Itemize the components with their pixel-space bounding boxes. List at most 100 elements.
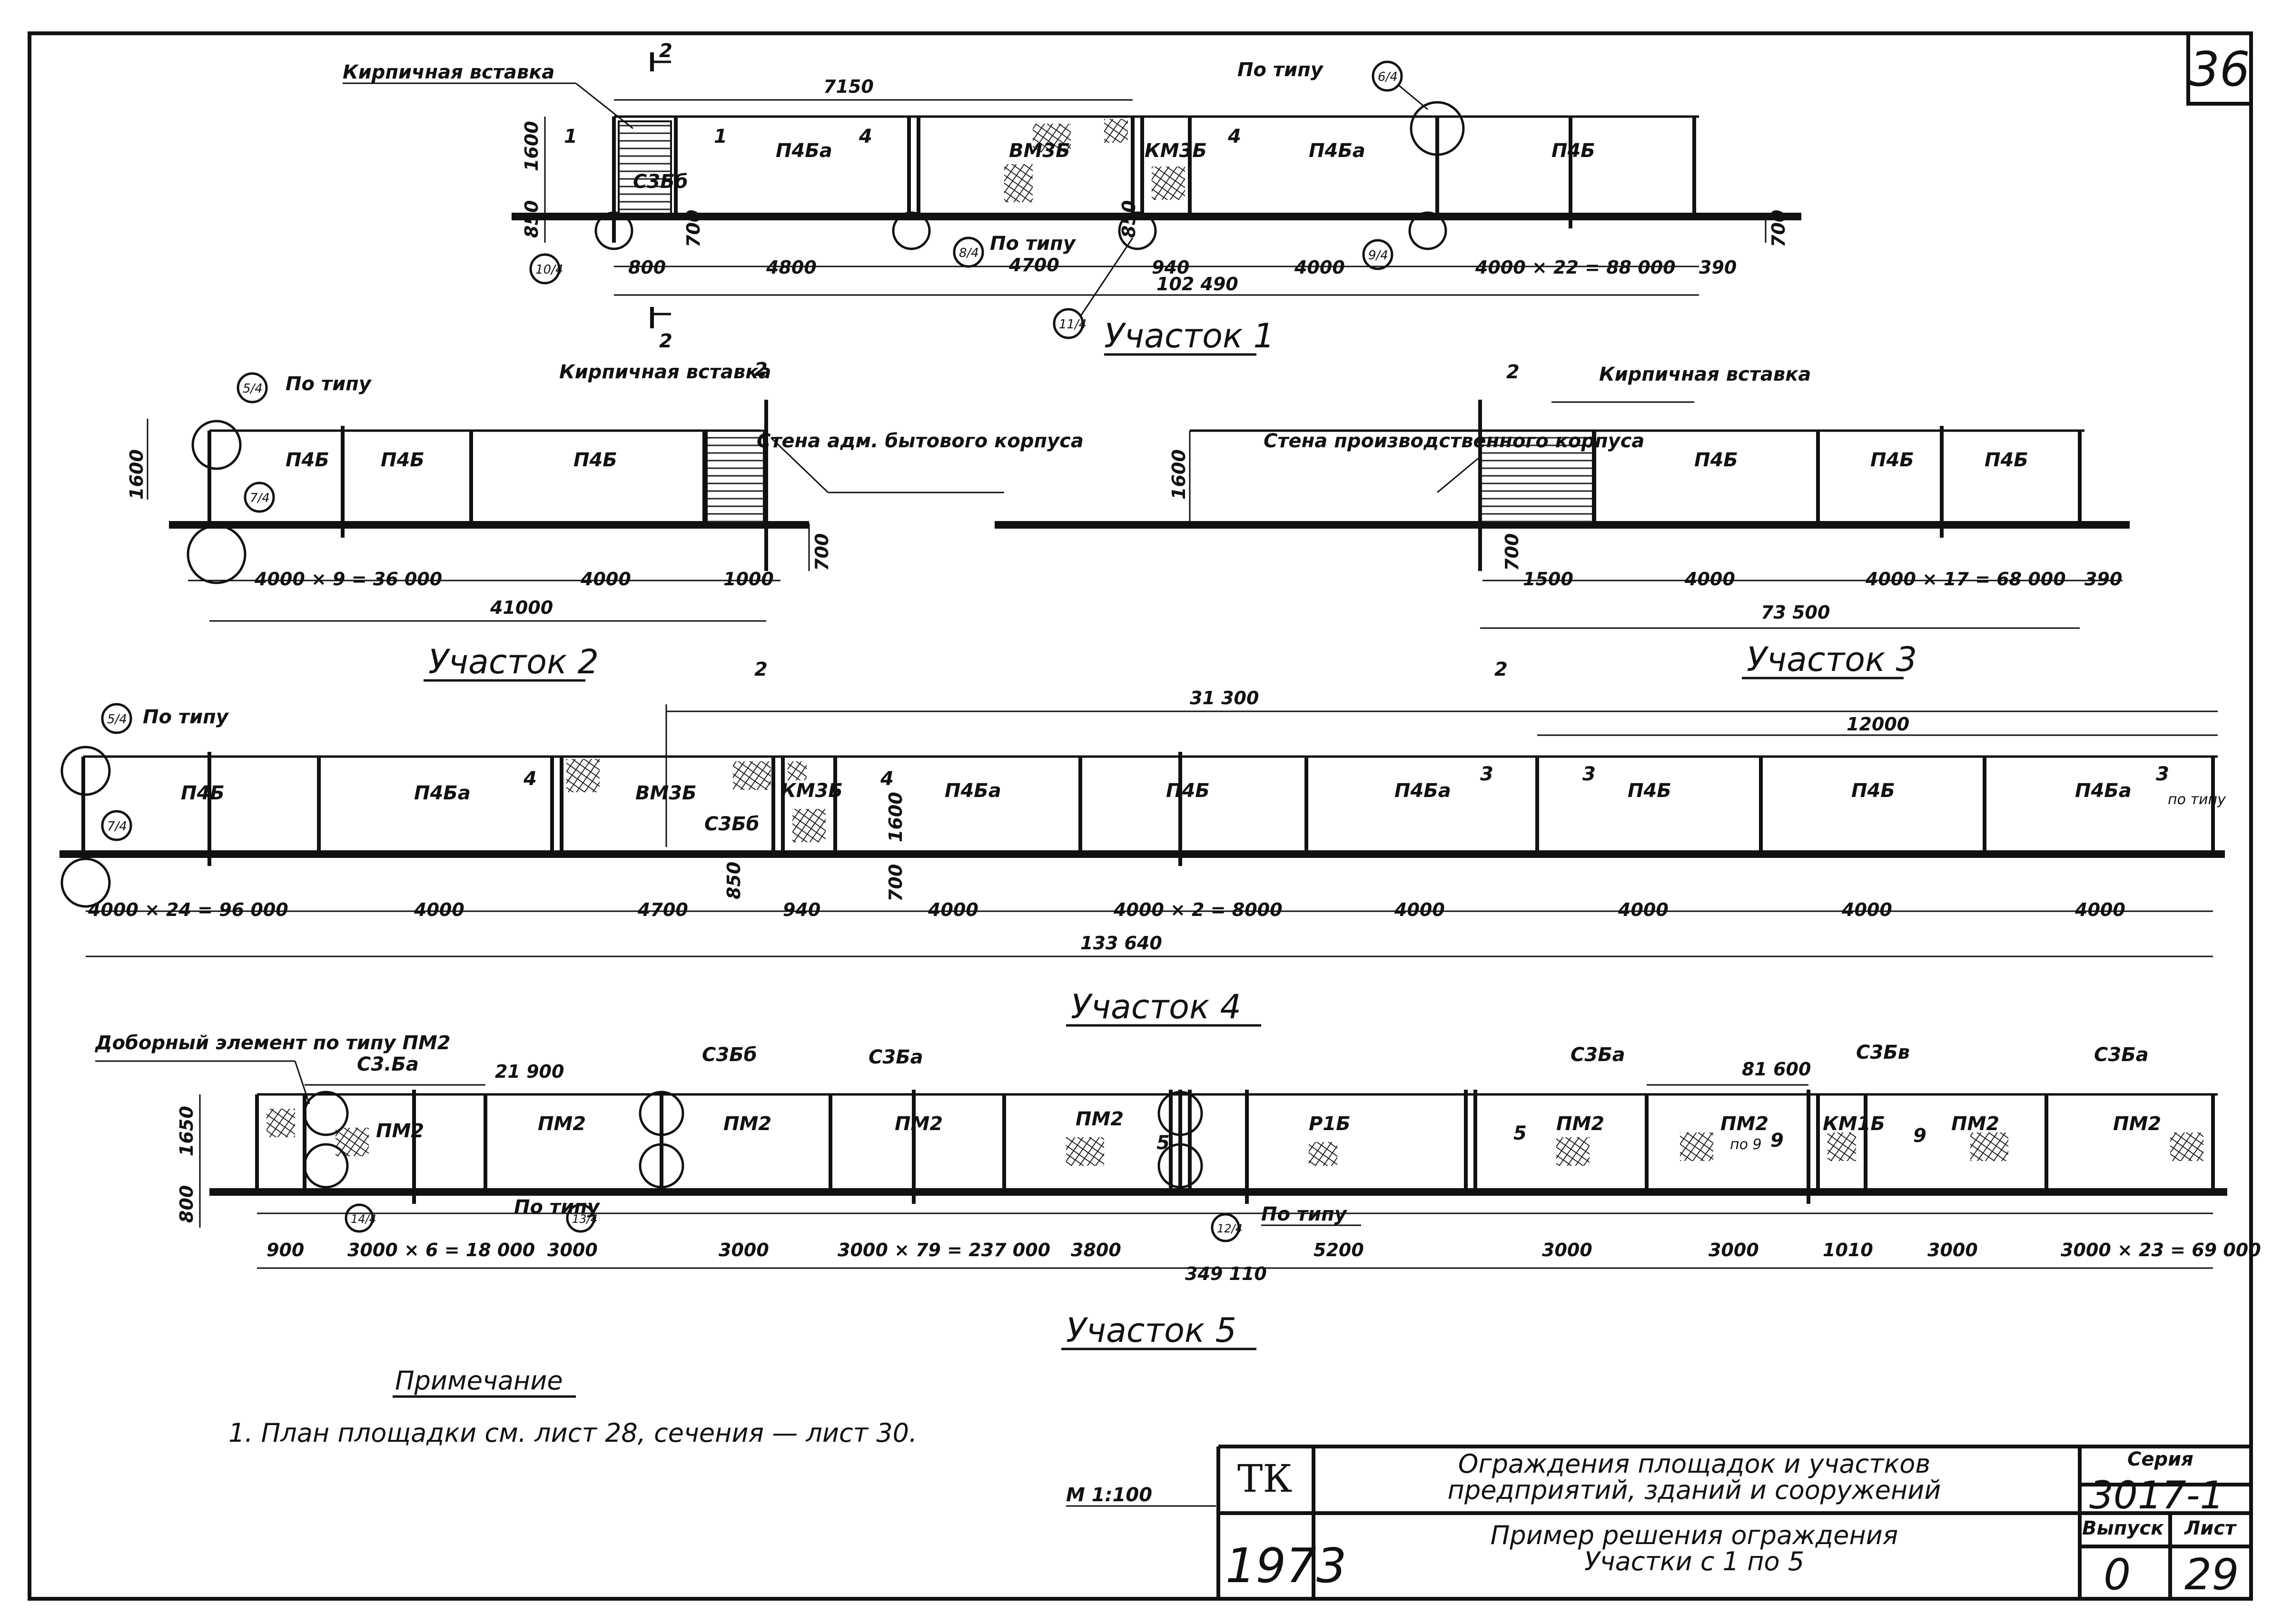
series-label: Серия [2127, 1448, 2193, 1470]
u5-sec-2: 9 [1770, 1130, 1784, 1152]
u5-label-5: С3Ба [2094, 1044, 2149, 1066]
u2-po-tipu: По типу [286, 373, 372, 395]
u2-brick: Кирпичная вставка [559, 361, 771, 383]
u4-dim-2: 1600 [885, 792, 906, 842]
u1-dim-10: 390 [1699, 257, 1737, 278]
u5-dim-7: 3000 [719, 1240, 769, 1260]
u5-ref-2: 12/4 [1217, 1222, 1243, 1235]
u1-ref-0: 6/4 [1378, 70, 1398, 84]
u1-panel-5: С3Бб [633, 171, 688, 193]
u4-dim-4: 700 [885, 864, 906, 902]
note: Примечание 1. План площадки см. лист 28,… [228, 1366, 917, 1448]
u5-dim-10: 5200 [1314, 1240, 1364, 1260]
u1-dim-0: 7150 [823, 76, 874, 97]
u5-sec-3: 9 [1913, 1125, 1926, 1147]
section-5: Доборный элемент по типу ПМ2 С3.Ба С3Бб … [94, 1032, 2261, 1350]
u2-dim-5: 41000 [490, 597, 553, 618]
u3-sec-0: 2 [1506, 361, 1520, 383]
u5-dim-13: 1010 [1823, 1240, 1873, 1260]
u4-panel-2: ВМ3Б [635, 782, 697, 804]
series-value: 3017-1 [2089, 1473, 2224, 1517]
u4-panel-3: КМ3Б [780, 780, 843, 802]
u5-dim-9: 3800 [1071, 1240, 1121, 1260]
u1-ref-1: 10/4 [535, 263, 563, 277]
section-4: По типу 31 300 12000 1600 850 700 4000 ×… [59, 688, 2226, 1027]
u1-dim-3: 700 [683, 210, 704, 247]
u5-po-tipu-0: По типу [514, 1196, 601, 1218]
list-value: 29 [2184, 1550, 2239, 1600]
u1-dim-8: 4000 [1294, 257, 1345, 278]
u1-dim-4: 800 [628, 257, 666, 278]
u5-dim-5: 3000 × 6 = 18 000 [347, 1240, 535, 1260]
u5-dim-1: 81 600 [1742, 1059, 1811, 1080]
u4-dim-3: 850 [723, 862, 744, 899]
u5-label-3: С3Ба [1571, 1044, 1625, 1066]
u1-dim-7: 940 [1152, 257, 1189, 278]
title-line-1: Ограждения площадок и участков [1458, 1449, 1930, 1479]
u4-sec-4: 3 [2156, 763, 2169, 785]
u5-dim-11: 3000 [1542, 1240, 1592, 1260]
u4-panel-4: П4Ба [945, 780, 1001, 802]
u2-dim-0: 1600 [126, 449, 147, 500]
u3-wall: Стена производственного корпуса [1264, 430, 1644, 452]
u5-dim-8: 3000 × 79 = 237 000 [838, 1240, 1050, 1260]
u4-dim-5: 4000 × 24 = 96 000 [88, 899, 288, 920]
u5-dim-4: 900 [267, 1240, 304, 1260]
u3-sec-1: 2 [1494, 659, 1508, 680]
u5-po-tipu-1: По типу [1261, 1203, 1348, 1225]
section-2: По типу Кирпичная вставка Стена адм. быт… [126, 359, 1084, 682]
u1-po-tipu: По типу [1237, 59, 1324, 81]
u4-panel-7: П4Б [1628, 780, 1671, 802]
u4-dim-1: 12000 [1847, 714, 1909, 735]
u2-dim-3: 4000 [580, 569, 631, 590]
u1-sec-1: 1 [714, 126, 727, 148]
issue-value: 0 [2104, 1550, 2131, 1600]
u3-dim-5: 390 [2084, 569, 2122, 590]
section-3: Кирпичная вставка Стена производственног… [995, 361, 2130, 680]
u5-po9: по 9 [1730, 1136, 1762, 1153]
u1-ref-4: 11/4 [1059, 317, 1087, 332]
u5-panel-4: ПМ2 [1076, 1108, 1124, 1130]
u4-sec-2: 3 [1480, 763, 1493, 785]
u1-panel-0: П4Ба [776, 140, 832, 162]
u3-panel-1: П4Б [1870, 449, 1914, 471]
u5-panel-7: ПМ2 [1720, 1113, 1768, 1135]
u2-sec-0: 2 [754, 359, 768, 381]
u4-ref-1: 7/4 [107, 819, 127, 834]
u4-panel-1: П4Ба [414, 782, 471, 804]
u4-dim-0: 31 300 [1190, 688, 1259, 709]
u5-panel-8: КМ1Б [1823, 1113, 1885, 1135]
u1-dim-1: 1600 [521, 121, 542, 171]
u5-dim-14: 3000 [1927, 1240, 1978, 1260]
u1-brick-label: Кирпичная вставка [343, 61, 554, 83]
u4-panel-8: П4Б [1851, 780, 1895, 802]
u4-sec-1: 4 [880, 768, 894, 790]
u4-panel-9: П4Ба [2075, 780, 2132, 802]
title-block: М 1:100 ТК 1973 Ограждения площадок и уч… [1066, 1445, 2251, 1600]
sheet-frame [28, 31, 2253, 1601]
u1-sec-5: 2 [659, 330, 672, 352]
subtitle-line-1: Пример решения ограждения [1491, 1520, 1898, 1550]
u3-dim-6: 73 500 [1761, 602, 1830, 623]
u4-dim-15: 133 640 [1080, 933, 1162, 954]
u1-sec-0: 1 [564, 126, 577, 148]
u5-panel-9: ПМ2 [1951, 1113, 1999, 1135]
u5-label-1: С3Бб [702, 1044, 757, 1066]
u5-panel-1: ПМ2 [538, 1113, 586, 1135]
sheet-number-box [2186, 31, 2253, 106]
u3-dim-0: 1600 [1168, 449, 1189, 500]
u5-dim-3: 800 [176, 1185, 197, 1223]
u4-dim-12: 4000 [1618, 899, 1669, 920]
u5-panel-6: ПМ2 [1556, 1113, 1604, 1135]
u5-label-0: С3.Ба [357, 1053, 419, 1075]
u4-dim-14: 4000 [2075, 899, 2125, 920]
u4-dim-9: 4000 [928, 899, 978, 920]
u5-dim-0: 21 900 [495, 1061, 564, 1082]
title-line-2: предприятий, зданий и сооружений [1448, 1475, 1941, 1505]
sheet-number: 36 [2189, 41, 2250, 97]
u3-title: Участок 3 [1747, 640, 1917, 679]
u5-sec-1: 5 [1513, 1122, 1527, 1144]
u1-sec-3: 4 [1227, 126, 1241, 148]
u3-dim-1: 700 [1502, 533, 1522, 571]
